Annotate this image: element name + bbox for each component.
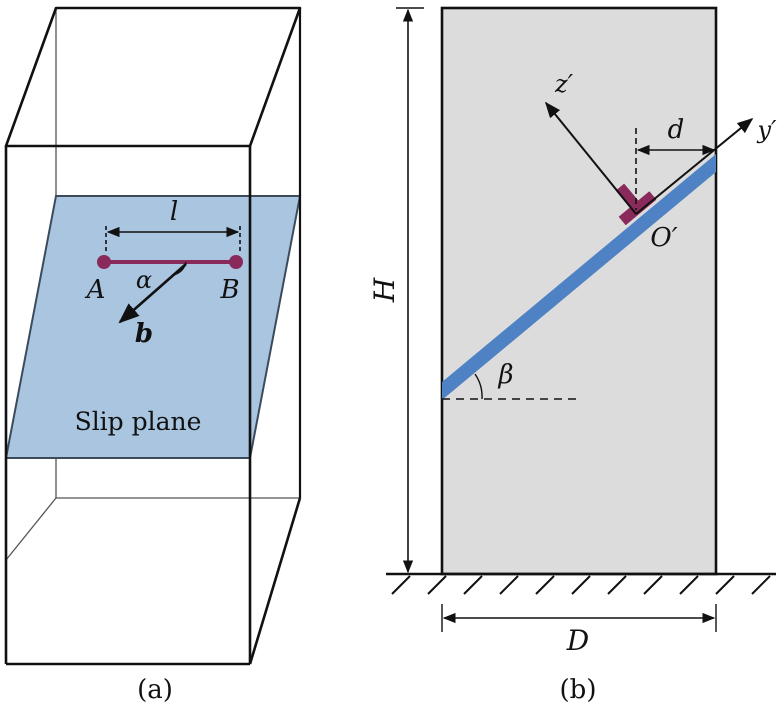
axis-y-prime	[635, 117, 754, 215]
height-label: H	[368, 277, 401, 303]
point-b-marker	[229, 255, 243, 269]
width-label: D	[566, 624, 589, 657]
front-box-edges	[4, 6, 302, 666]
point-b-label: B	[219, 275, 239, 305]
burgers-label: b	[135, 319, 153, 349]
angle-beta-arc	[474, 373, 483, 400]
point-a-label: A	[85, 275, 106, 305]
length-label: l	[170, 197, 178, 227]
axis-y-label: y′	[756, 116, 777, 144]
angle-alpha-arc	[171, 261, 187, 276]
panel-a: l A B α b Slip plane (a)	[4, 6, 302, 705]
panel-a-caption: (a)	[137, 675, 173, 705]
point-a-marker	[97, 255, 111, 269]
specimen-body	[440, 6, 718, 576]
distance-d-label: d	[668, 115, 685, 145]
dislocation-symbol	[615, 183, 657, 226]
axis-z-prime	[544, 101, 637, 215]
ground-hatching	[391, 575, 771, 595]
origin-label: O′	[650, 223, 677, 253]
length-dimension	[105, 226, 241, 252]
panel-b: β z′ y′ O′ d H	[368, 6, 777, 705]
axis-z-label: z′	[554, 70, 574, 98]
slip-band	[442, 154, 716, 400]
angle-alpha-label: α	[136, 266, 152, 294]
panel-b-caption: (b)	[560, 675, 597, 705]
angle-beta-label: β	[497, 360, 513, 390]
slip-plane-label: Slip plane	[75, 407, 202, 436]
